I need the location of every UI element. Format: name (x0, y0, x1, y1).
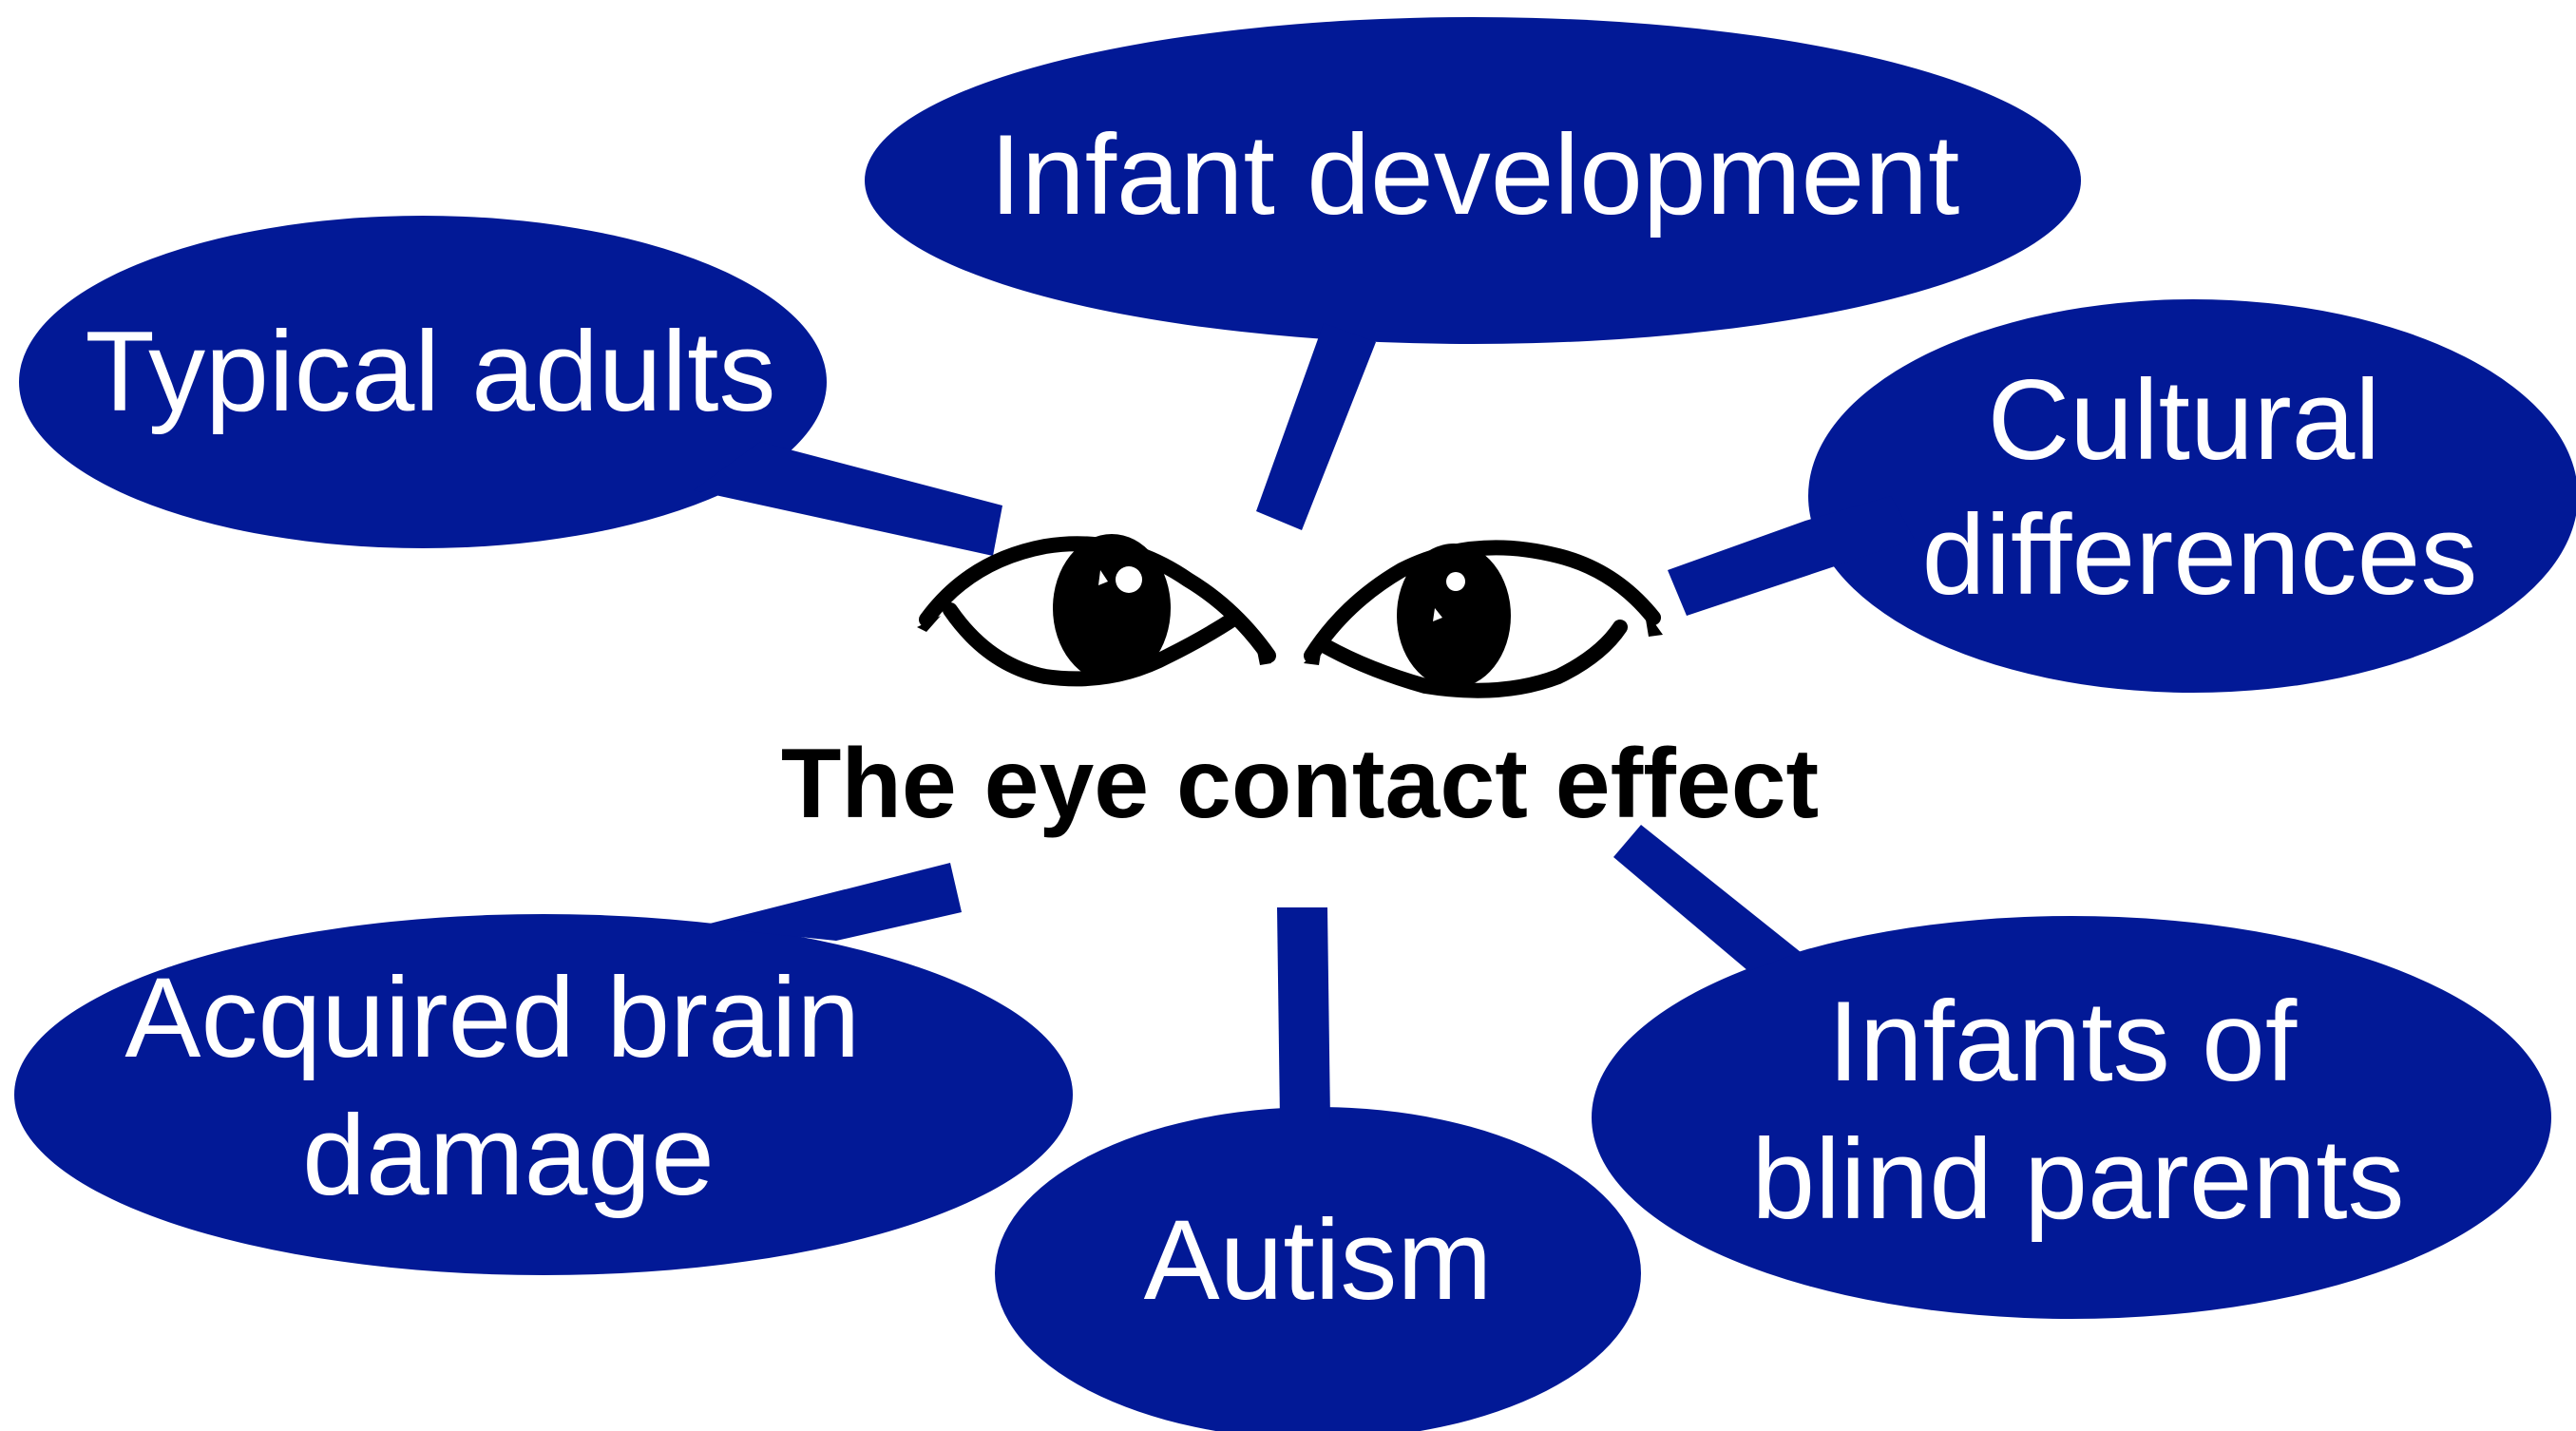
svg-text:Infant development: Infant development (990, 111, 1960, 238)
pointer-infants-blind-parents (1613, 825, 1801, 971)
label-infants-blind-parents-line-2: blind parents (1751, 1116, 2404, 1243)
right-eye-icon (1304, 544, 1663, 691)
label-cultural-differences-line-1: Cultural (1988, 356, 2381, 484)
svg-text:Typical adults: Typical adults (85, 308, 775, 435)
pointer-autism (1277, 907, 1330, 1121)
label-cultural-differences-line-2: differences (1922, 491, 2478, 619)
node-typical-adults: Typical adults (19, 216, 1002, 556)
pointer-infant-development (1256, 323, 1376, 530)
label-infant-development-line-1: Infant development (990, 111, 1960, 238)
pointer-typical-adults (694, 442, 1002, 556)
center-title: The eye contact effect (781, 729, 1819, 839)
svg-text:Autism: Autism (1144, 1196, 1493, 1324)
label-autism-line-1: Autism (1144, 1196, 1493, 1324)
node-autism: Autism (995, 907, 1641, 1431)
eyes-icon (917, 534, 1663, 691)
label-infants-blind-parents-line-1: Infants of (1828, 978, 2298, 1105)
label-acquired-brain-damage-line-2: damage (302, 1092, 715, 1219)
label-typical-adults-line-1: Typical adults (85, 308, 775, 435)
pointer-acquired-brain-damage (698, 863, 962, 941)
node-acquired-brain-damage: Acquired brain damage (14, 863, 1073, 1275)
node-infants-blind-parents: Infants of blind parents (1592, 825, 2551, 1319)
left-eye-icon (917, 534, 1271, 682)
node-cultural-differences: Cultural differences (1668, 299, 2576, 693)
label-acquired-brain-damage-line-1: Acquired brain (124, 954, 860, 1081)
